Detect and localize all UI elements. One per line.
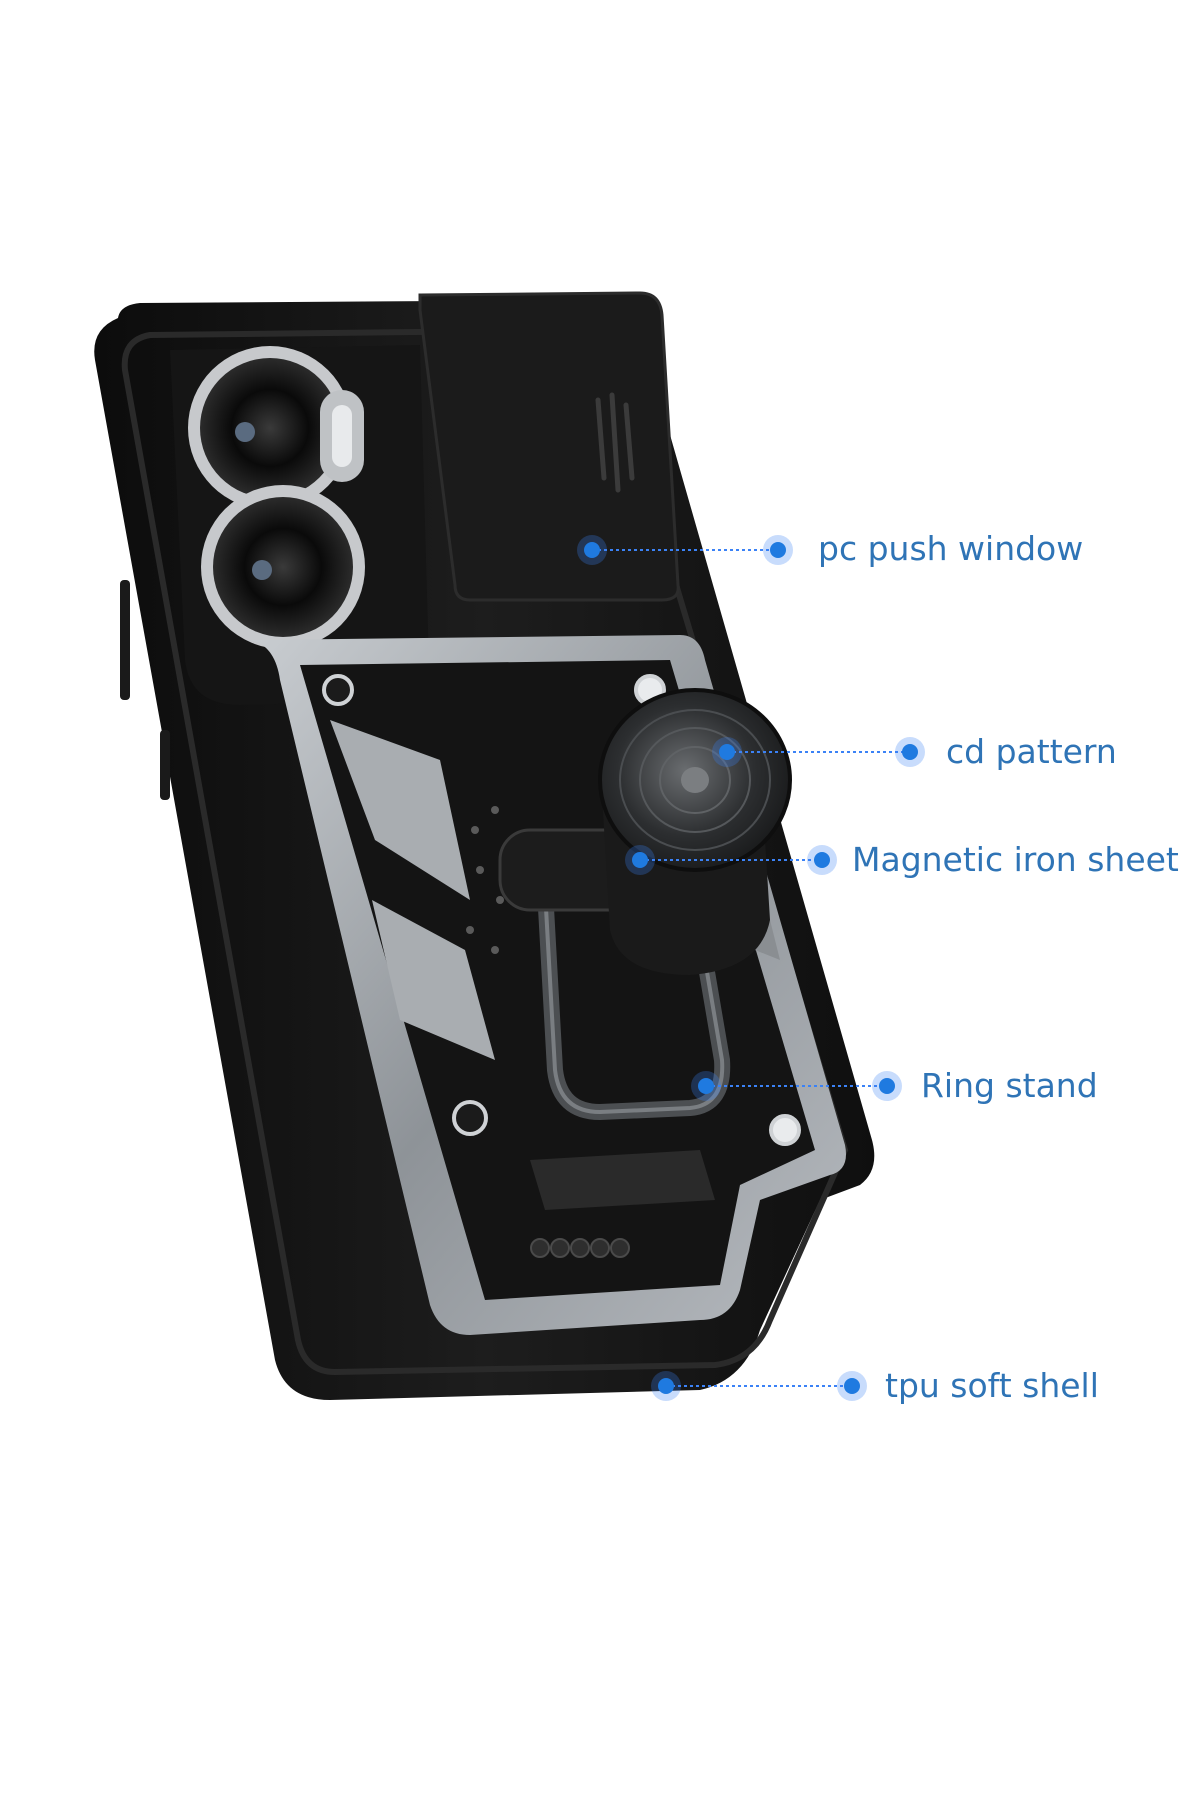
cd-pattern-disc (598, 688, 792, 975)
callout-label-pc-push-window: pc push window (818, 529, 1083, 568)
callout-anchor-dot-tpu-soft-shell (658, 1378, 674, 1394)
callout-anchor-dot-cd-pattern (719, 744, 735, 760)
camera-module (170, 345, 430, 705)
callout-anchor-dot-ring-stand (698, 1078, 714, 1094)
side-button (160, 730, 170, 800)
phone-case-illustration (94, 291, 875, 1400)
callout-label-tpu-soft-shell: tpu soft shell (885, 1366, 1099, 1405)
callout-end-dot-magnetic-iron-sheet (814, 852, 830, 868)
callout-anchor-dot-magnetic-iron-sheet (632, 852, 648, 868)
callout-label-cd-pattern: cd pattern (946, 732, 1117, 771)
callout-label-magnetic-iron-sheet: Magnetic iron sheet (852, 840, 1179, 879)
callout-end-dot-ring-stand (879, 1078, 895, 1094)
side-button (120, 580, 130, 700)
callout-end-dot-cd-pattern (902, 744, 918, 760)
callout-label-ring-stand: Ring stand (921, 1066, 1098, 1105)
callout-end-dot-pc-push-window (770, 542, 786, 558)
callout-end-dot-tpu-soft-shell (844, 1378, 860, 1394)
callout-anchor-dot-pc-push-window (584, 542, 600, 558)
push-window-slider (418, 291, 680, 602)
